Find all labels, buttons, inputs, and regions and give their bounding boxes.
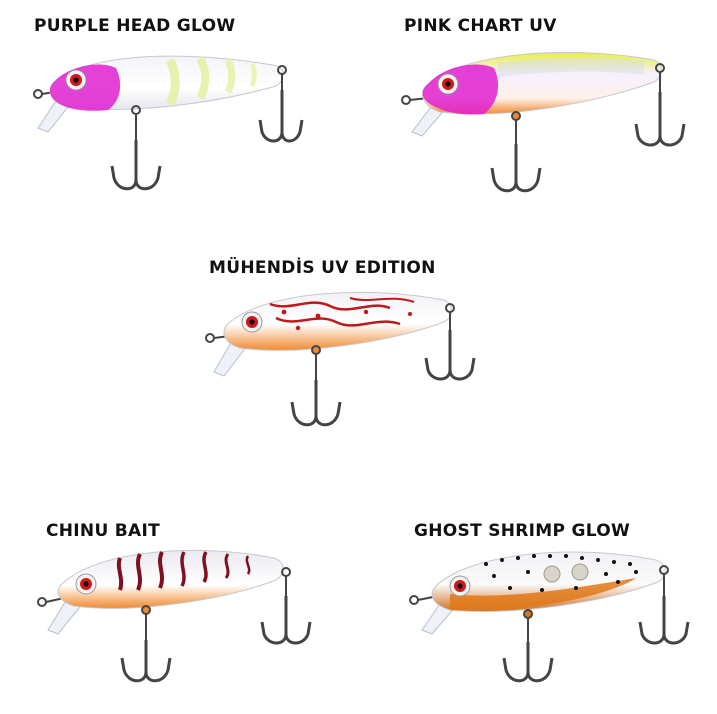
lure-label-chinu-bait: CHINU BAIT [46,521,161,541]
lure-image-purple-head-glow [20,40,304,200]
lure-label-pink-chart-uv: PINK CHART UV [404,16,557,36]
lure-image-ghost-shrimp-glow [406,544,706,694]
lure-image-chinu-bait [34,544,334,694]
lure-label-purple-head-glow: PURPLE HEAD GLOW [34,16,236,36]
lure-image-muhendis-uv-edition [200,282,500,432]
lure-image-pink-chart-uv [398,40,698,200]
lure-label-muhendis-uv-edition: MÜHENDİS UV EDITION [209,258,436,278]
lure-label-ghost-shrimp-glow: GHOST SHRIMP GLOW [414,521,631,541]
